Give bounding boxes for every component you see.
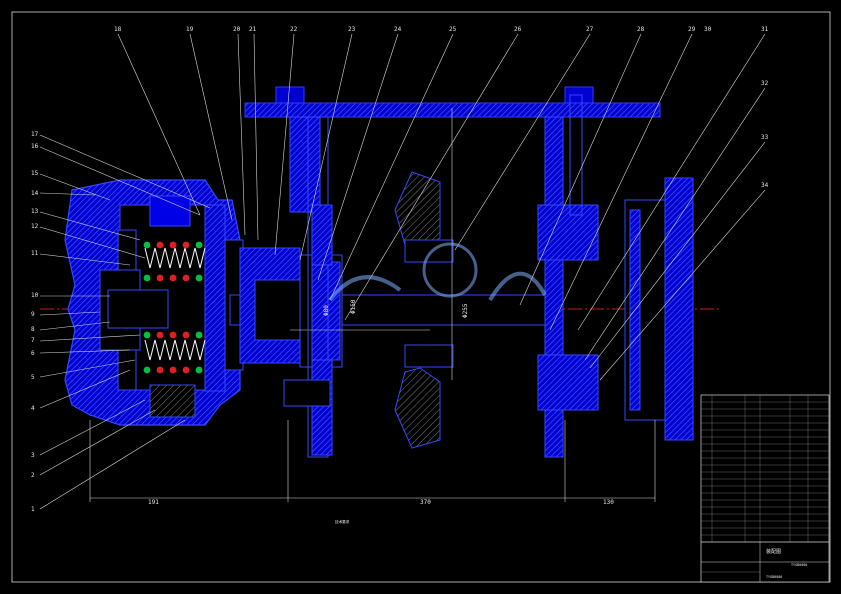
label-9: 9 [31,311,35,318]
title-block-code: TYGB0000 [791,563,807,567]
notes-heading: 技术要求 [335,519,350,524]
label-7: 7 [31,337,35,344]
spring-pack-upper [143,241,206,282]
label-28: 28 [637,26,645,33]
technical-notes: 技术要求 [335,519,350,524]
label-1: 1 [31,506,35,513]
label-15: 15 [31,170,39,177]
label-4: 4 [31,405,35,412]
support-column-left [283,116,333,458]
dim-370: 370 [420,499,431,506]
label-20: 20 [233,26,241,33]
watermark-logo [328,242,547,302]
dim-phi80: Φ80 [323,305,330,316]
dim-phi150: Φ150 [350,299,357,314]
leader-lines [39,33,766,510]
dim-130: 130 [603,499,614,506]
part-labels-top: 18 19 20 21 22 23 24 25 26 27 28 29 30 3… [114,26,769,189]
label-13: 13 [31,208,39,215]
label-29: 29 [688,26,696,33]
title-block-name: 装配图 [766,548,781,555]
label-21: 21 [249,26,257,33]
label-14: 14 [31,190,39,197]
label-10: 10 [31,292,39,299]
title-block-code-2: TYGB0000 [766,575,782,579]
label-32: 32 [761,80,769,87]
label-19: 19 [186,26,194,33]
top-plate [244,86,661,118]
label-6: 6 [31,350,35,357]
coupling-flange [624,177,694,441]
label-22: 22 [290,26,298,33]
spring-pack-lower [143,331,206,374]
dim-phi255: Φ255 [462,303,469,318]
label-23: 23 [348,26,356,33]
title-block: 装配图 TYGB0000 TYGB0000 [700,394,830,583]
label-34: 34 [761,182,769,189]
dim-191: 191 [148,499,159,506]
label-24: 24 [394,26,402,33]
disc-sheave [394,171,454,449]
label-5: 5 [31,374,35,381]
part-labels-left: 17 16 15 14 13 12 11 10 9 8 7 6 5 4 3 2 … [31,131,39,513]
label-11: 11 [31,250,39,257]
support-column-right [537,94,599,458]
clutch-housing [64,179,244,426]
label-25: 25 [449,26,457,33]
outer-border [11,11,831,583]
dimension-texts: 191 370 130 Φ150 Φ80 Φ255 [148,299,614,506]
main-shaft [229,247,561,368]
label-30: 30 [704,26,712,33]
label-8: 8 [31,326,35,333]
label-18: 18 [114,26,122,33]
label-17: 17 [31,131,39,138]
label-16: 16 [31,143,39,150]
label-33: 33 [761,134,769,141]
label-12: 12 [31,223,39,230]
label-27: 27 [586,26,594,33]
label-26: 26 [514,26,522,33]
label-31: 31 [761,26,769,33]
label-3: 3 [31,452,35,459]
label-2: 2 [31,472,35,479]
